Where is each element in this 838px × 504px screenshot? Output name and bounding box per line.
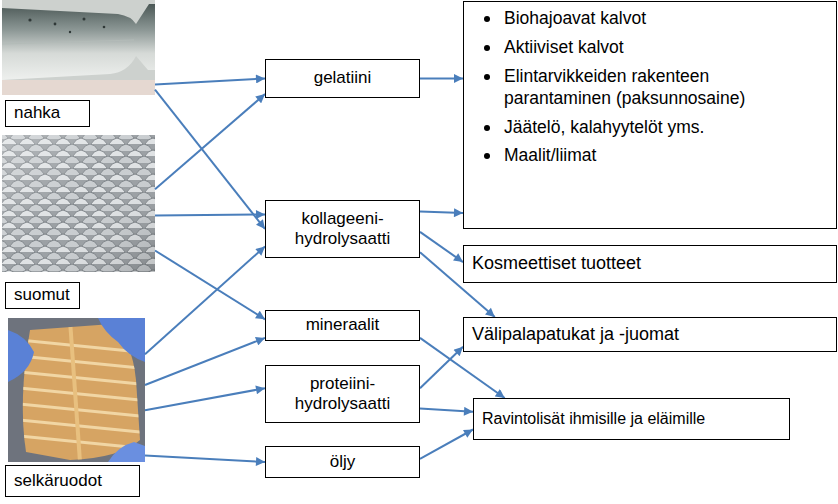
photo-ground [8, 318, 145, 462]
source-photo: suomut [2, 135, 155, 310]
skin-spot [54, 23, 57, 26]
flow-arrow [155, 90, 265, 229]
flow-arrow [145, 388, 265, 410]
flow-arrow [420, 212, 463, 213]
bullet-dot [484, 153, 490, 159]
application-text: Maalit/liimat [504, 145, 596, 167]
product-text: proteiini- hydrolysaatti [272, 374, 413, 415]
bone [20, 404, 140, 416]
source-label: selkäruodot [14, 471, 102, 491]
scales-texture [2, 135, 155, 272]
application-box: Kosmeettiset tuotteet [463, 245, 837, 283]
bullet-item: Aktiiviset kalvot [484, 37, 826, 59]
lateral-line [2, 40, 134, 44]
salmon-skin [2, 4, 155, 80]
bullet-dot [484, 74, 490, 80]
flow-arrow [145, 338, 265, 385]
application-text: Jäätelö, kalahyytelöt yms. [504, 117, 704, 139]
flow-arrow [155, 79, 265, 85]
product-box: proteiini- hydrolysaatti [265, 365, 420, 423]
application-list-box: Biohajoavat kalvotAktiiviset kalvotElint… [463, 1, 837, 229]
skin-spot [83, 18, 86, 21]
bone [20, 420, 140, 432]
source-label: nahka [14, 103, 60, 123]
skin-spot [69, 31, 71, 33]
application-text: Kosmeettiset tuotteet [472, 253, 828, 275]
bullet-dot [484, 16, 490, 22]
source-label: suomut [14, 285, 70, 305]
flow-arrow [420, 347, 463, 388]
photo-ground [2, 0, 155, 95]
application-text: Aktiiviset kalvot [504, 37, 624, 59]
product-text: kollageeni- hydrolysaatti [272, 209, 413, 250]
application-box: Välipalapatukat ja -juomat [463, 317, 837, 352]
application-box: Ravintolisät ihmisille ja eläimille [473, 398, 790, 440]
skin-spot [103, 26, 106, 29]
fish-backbone-photo [8, 318, 145, 462]
bullet-item: Jäätelö, kalahyytelöt yms. [484, 117, 826, 139]
bone [20, 388, 140, 400]
spine [70, 320, 80, 462]
flow-arrow [420, 430, 473, 459]
bullet-item: Biohajoavat kalvot [484, 8, 826, 30]
blue-glove [8, 330, 34, 382]
application-text: Välipalapatukat ja -juomat [472, 324, 828, 346]
application-text: Elintarvikkeiden rakenteen parantaminen … [504, 66, 804, 110]
application-text: Biohajoavat kalvot [504, 8, 646, 30]
bullet-dot [484, 45, 490, 51]
blue-glove [98, 318, 145, 362]
skin-spot [28, 18, 31, 21]
product-box: gelatiini [265, 59, 420, 98]
bullet-dot [484, 125, 490, 131]
flow-arrow [145, 246, 265, 354]
bullet-item: Elintarvikkeiden rakenteen parantaminen … [484, 66, 826, 110]
product-box: öljy [265, 446, 420, 478]
bone [20, 356, 140, 368]
fish-scales-photo [2, 135, 155, 272]
source-photo: nahka [2, 0, 155, 128]
source-label-box: selkäruodot [5, 465, 140, 497]
blue-glove [108, 442, 145, 462]
source-label-box: suomut [5, 282, 80, 309]
product-box: kollageeni- hydrolysaatti [265, 200, 420, 258]
scales-shading [2, 135, 155, 272]
table-surface [2, 80, 155, 95]
application-text: Ravintolisät ihmisille ja eläimille [482, 409, 781, 428]
product-text: gelatiini [272, 68, 413, 88]
product-text: mineraalit [272, 315, 413, 335]
bone [20, 372, 140, 384]
flow-arrow [420, 78, 463, 80]
source-photo: selkäruodot [8, 318, 145, 499]
flow-arrow [155, 94, 265, 189]
product-box: mineraalit [265, 310, 420, 341]
flow-arrow [155, 215, 265, 216]
bullet-item: Maalit/liimat [484, 145, 826, 167]
product-text: öljy [272, 452, 413, 472]
flow-arrow [145, 456, 265, 462]
salmon-skin-photo [2, 0, 155, 95]
flow-arrow [420, 409, 473, 412]
source-label-box: nahka [5, 100, 90, 127]
